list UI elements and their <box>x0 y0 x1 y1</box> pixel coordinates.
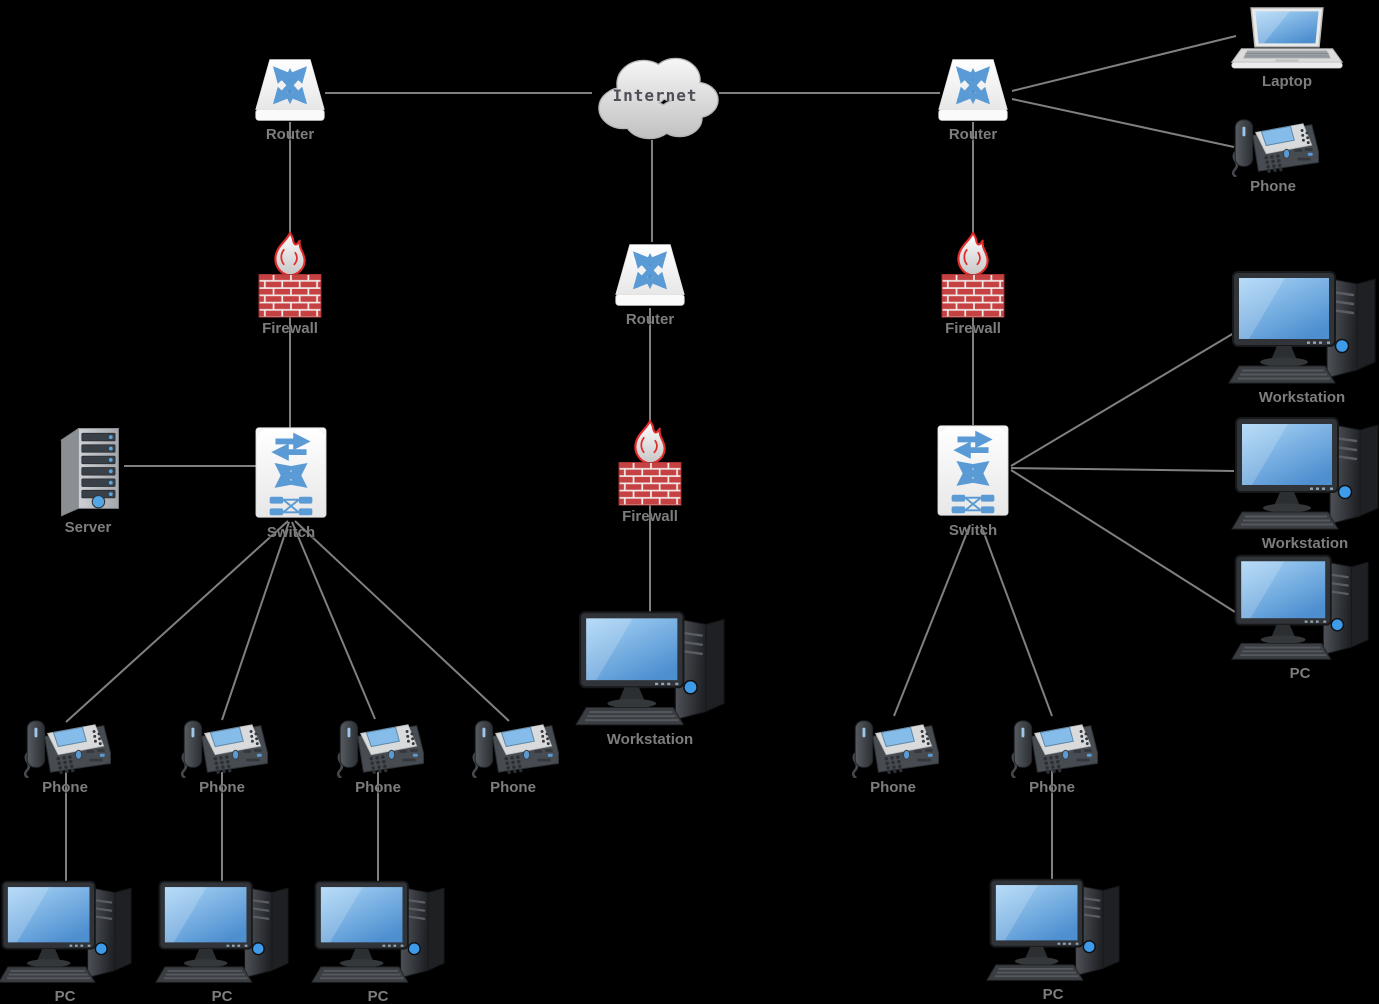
desktop-computer-icon <box>985 874 1121 985</box>
ip-phone-icon <box>845 716 941 778</box>
node-label: Router <box>625 311 675 328</box>
desktop-computer-icon <box>1227 266 1377 388</box>
node-label: Firewall <box>262 320 318 337</box>
switch-icon <box>936 420 1010 521</box>
ip-phone-icon <box>174 716 270 778</box>
node-phone-left-3: Phone <box>330 716 426 796</box>
node-router-right: Router <box>934 55 1012 143</box>
node-label: Workstation <box>606 731 694 748</box>
node-label: Switch <box>266 524 316 541</box>
ip-phone-icon <box>17 716 113 778</box>
router-icon <box>251 55 329 125</box>
node-phone-left-4: Phone <box>465 716 561 796</box>
node-firewall-left: Firewall <box>256 230 324 337</box>
desktop-computer-icon <box>1230 412 1379 534</box>
node-label: Phone <box>355 779 401 796</box>
node-label: PC <box>367 988 389 1004</box>
node-label: Phone <box>490 779 536 796</box>
node-label: Phone <box>1250 178 1296 195</box>
node-pc-right: PC <box>1230 550 1370 682</box>
node-firewall-center: Firewall <box>616 418 684 525</box>
firewall-icon <box>616 418 684 507</box>
node-switch-right: Switch <box>936 420 1010 539</box>
node-switch-left: Switch <box>254 422 328 541</box>
node-label: PC <box>1289 665 1311 682</box>
node-label: Phone <box>1029 779 1075 796</box>
node-pc-left-3: PC <box>310 876 446 1004</box>
node-firewall-right: Firewall <box>939 230 1007 337</box>
node-label: Workstation <box>1258 389 1346 406</box>
node-pc-left-1: PC <box>0 876 133 1004</box>
node-label: Router <box>265 126 315 143</box>
router-icon <box>934 55 1012 125</box>
node-pc-bottom-right: PC <box>985 874 1121 1003</box>
node-label: Laptop <box>1262 73 1312 90</box>
desktop-computer-icon <box>310 876 446 987</box>
node-label: Firewall <box>622 508 678 525</box>
switch-icon <box>254 422 328 523</box>
ip-phone-icon <box>1004 716 1100 778</box>
node-phone-left-1: Phone <box>17 716 113 796</box>
node-label: Phone <box>42 779 88 796</box>
desktop-computer-icon <box>0 876 133 987</box>
node-label: Phone <box>199 779 245 796</box>
ip-phone-icon <box>1225 115 1321 177</box>
node-label: Internet <box>612 86 698 105</box>
ip-phone-icon <box>330 716 426 778</box>
node-phone-bottom-right-1: Phone <box>845 716 941 796</box>
node-phone-bottom-right-2: Phone <box>1004 716 1100 796</box>
firewall-icon <box>256 230 324 319</box>
ip-phone-icon <box>465 716 561 778</box>
node-phone-top-right: Phone <box>1225 115 1321 195</box>
node-router-left: Router <box>251 55 329 143</box>
node-internet: Internet <box>588 48 723 144</box>
node-label: Firewall <box>945 320 1001 337</box>
server-icon <box>50 417 126 518</box>
firewall-icon <box>939 230 1007 319</box>
router-icon <box>611 240 689 310</box>
node-workstation-center: Workstation <box>574 606 726 748</box>
node-label: Switch <box>948 522 998 539</box>
node-label: Phone <box>870 779 916 796</box>
node-laptop: Laptop <box>1230 6 1344 90</box>
node-label: PC <box>211 988 233 1004</box>
desktop-computer-icon <box>1230 550 1370 664</box>
node-label: Workstation <box>1261 535 1349 552</box>
node-phone-left-2: Phone <box>174 716 270 796</box>
laptop-icon <box>1230 6 1344 72</box>
desktop-computer-icon <box>574 606 726 730</box>
node-label: PC <box>1042 986 1064 1003</box>
node-router-center: Router <box>611 240 689 328</box>
desktop-computer-icon <box>154 876 290 987</box>
node-label: Router <box>948 126 998 143</box>
node-pc-left-2: PC <box>154 876 290 1004</box>
node-server: Server <box>50 417 126 536</box>
node-label: Server <box>64 519 112 536</box>
node-label: PC <box>54 988 76 1004</box>
node-workstation-right-1: Workstation <box>1227 266 1377 406</box>
node-workstation-right-2: Workstation <box>1230 412 1379 552</box>
